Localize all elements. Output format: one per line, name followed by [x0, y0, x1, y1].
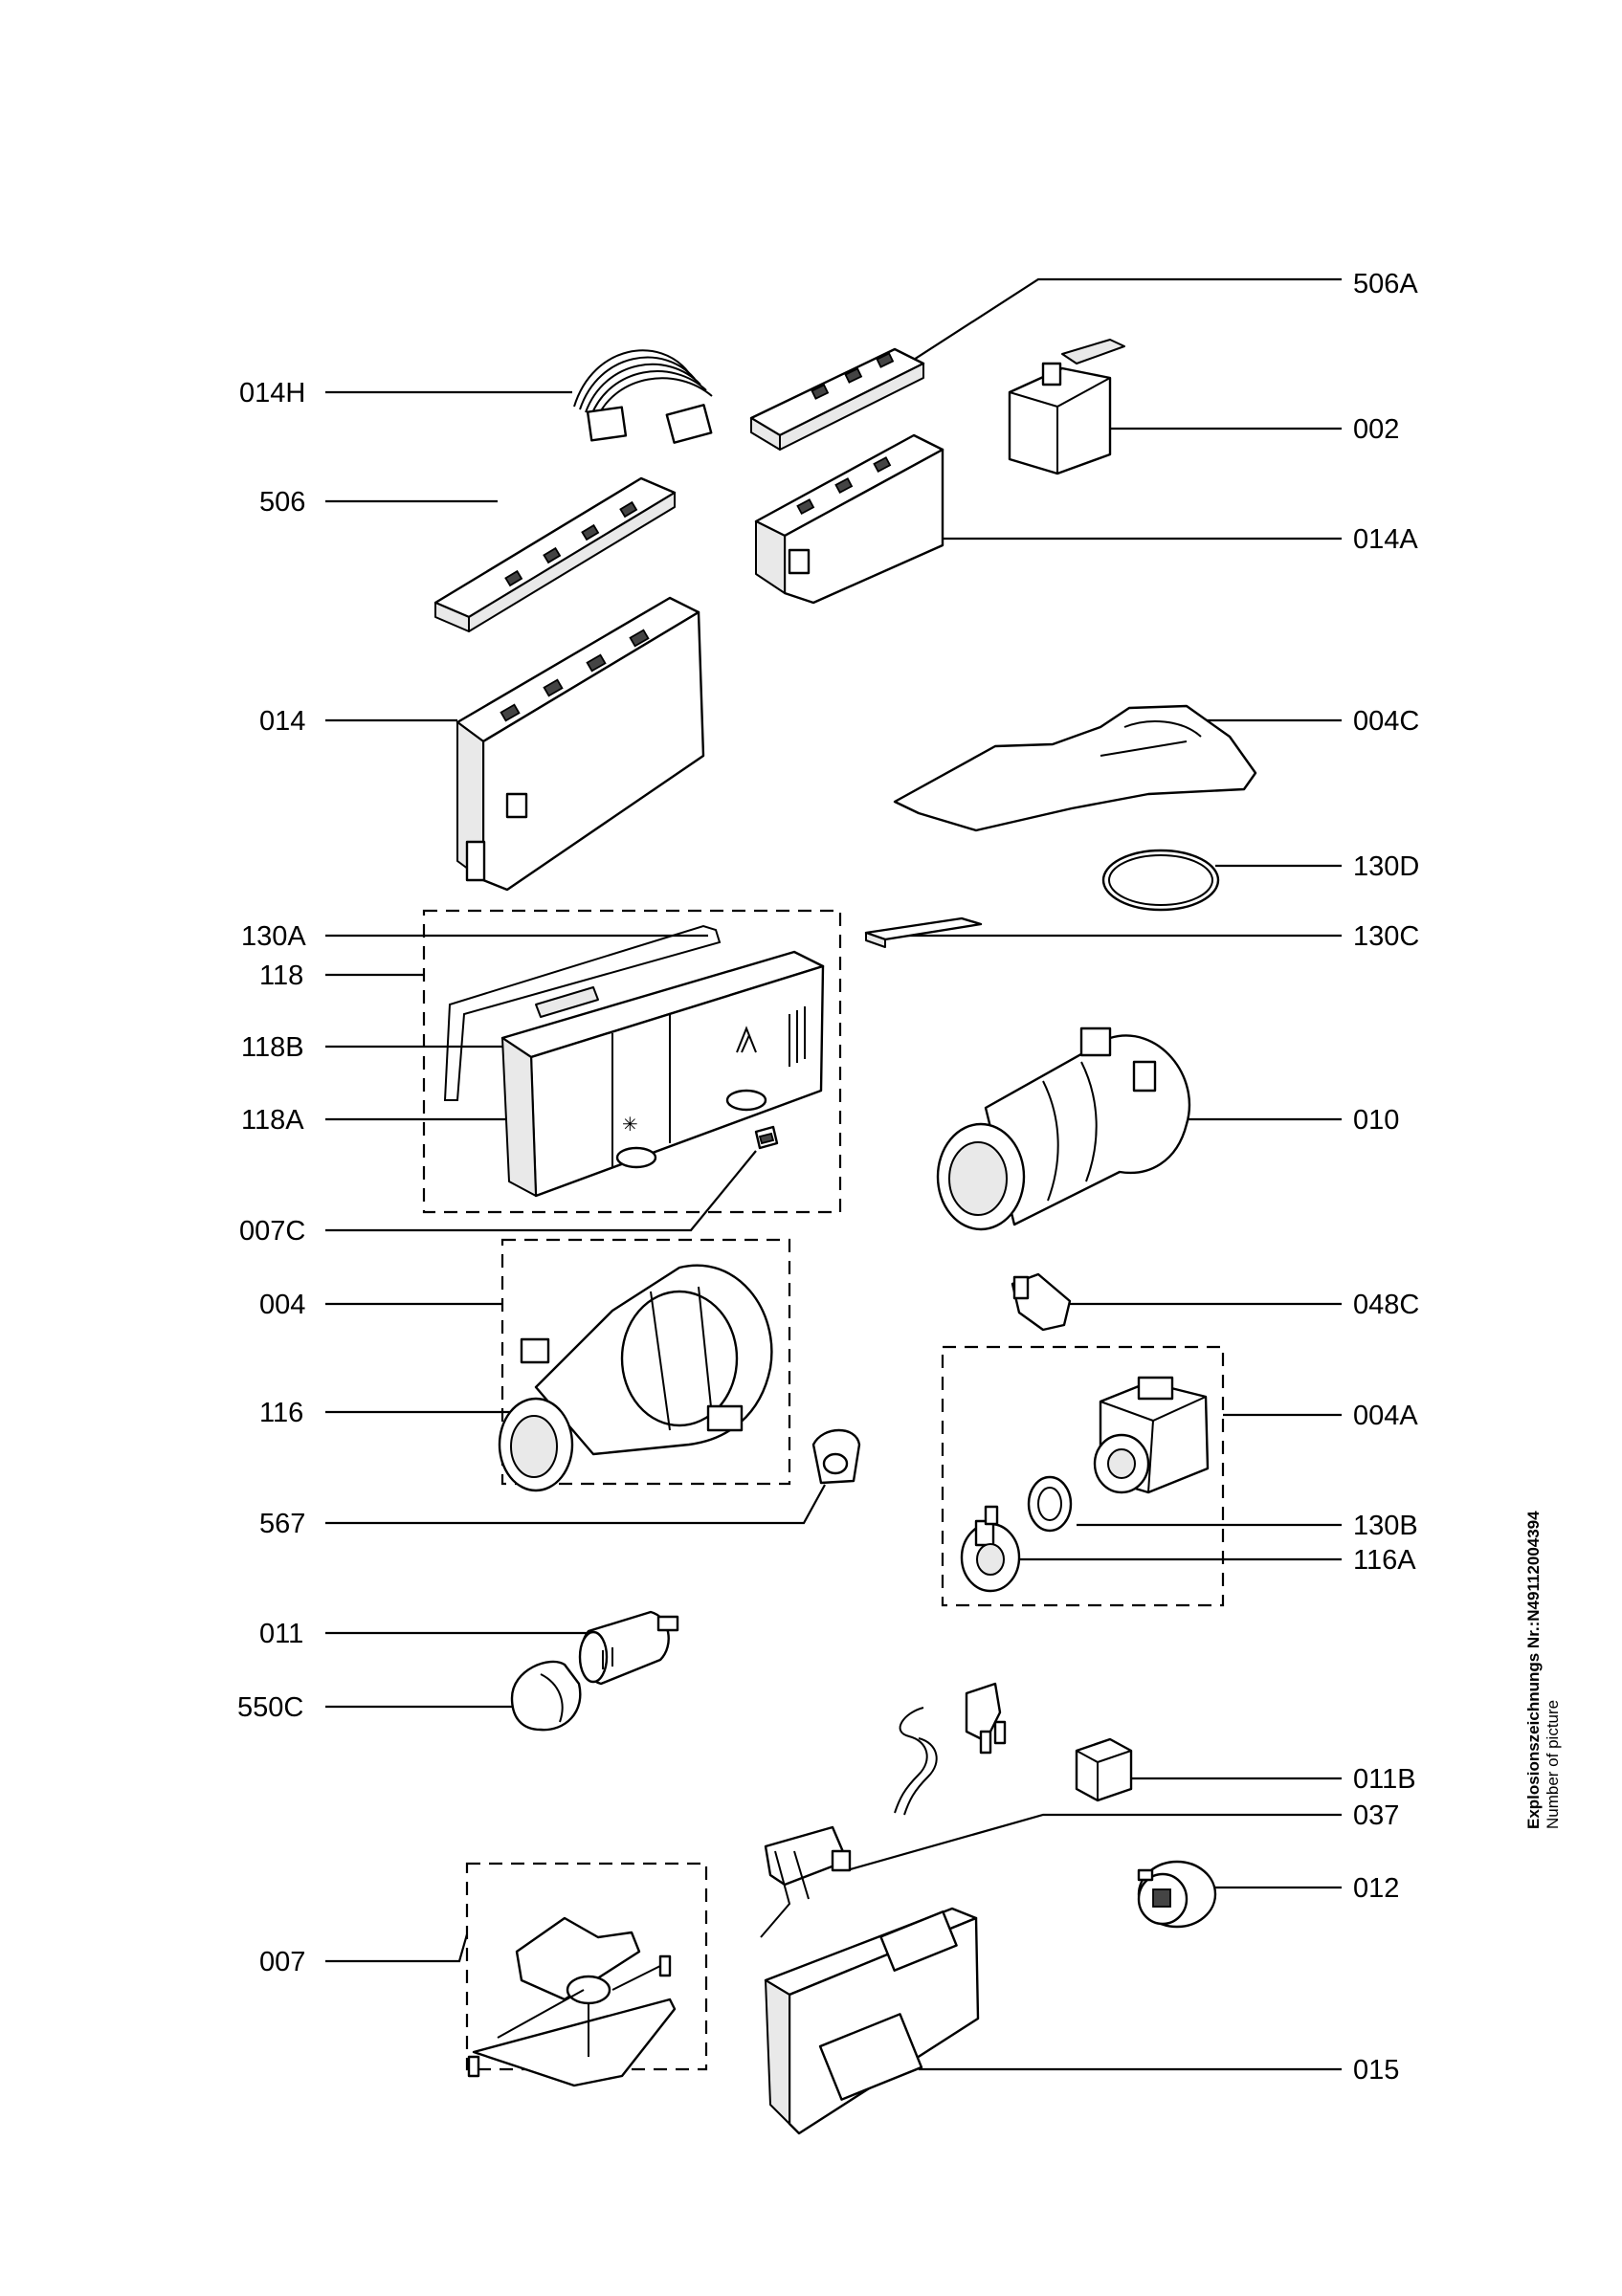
- key-strip-part-top: [749, 347, 925, 451]
- callout-004: 004: [259, 1290, 502, 1320]
- label-007: 007: [259, 1947, 305, 1977]
- spray-arm-part: [467, 1916, 677, 2087]
- callout-014A: 014A: [919, 524, 1418, 555]
- callout-130A: 130A: [241, 921, 708, 952]
- hose-clip-part: [811, 1428, 861, 1485]
- callout-116: 116: [259, 1398, 541, 1428]
- heater-part: [936, 1027, 1191, 1231]
- label-118B: 118B: [241, 1032, 304, 1063]
- callout-012: 012: [1215, 1873, 1399, 1904]
- callout-506A: 506A: [889, 269, 1418, 376]
- callout-004C: 004C: [1201, 706, 1419, 737]
- callout-010: 010: [1153, 1105, 1399, 1136]
- housing-cover-part: [764, 1907, 980, 2135]
- rotary-knob-part: [1137, 1860, 1217, 1929]
- label-116: 116: [259, 1398, 303, 1428]
- temperature-sensor-part: [1011, 1272, 1072, 1332]
- group-box-118: [422, 909, 842, 1214]
- callout-048C: 048C: [1070, 1290, 1419, 1320]
- callout-007C: 007C: [239, 1150, 757, 1247]
- callout-007: 007: [259, 1933, 469, 1977]
- label-048C: 048C: [1353, 1290, 1419, 1320]
- relay-part: [1075, 1737, 1133, 1802]
- key-strip-part: [433, 476, 677, 632]
- label-118A: 118A: [241, 1105, 304, 1136]
- callout-567: 567: [259, 1484, 826, 1539]
- power-plug-part: [894, 1682, 1007, 1816]
- label-506: 506: [259, 487, 305, 518]
- label-004: 004: [259, 1290, 305, 1320]
- label-118: 118: [259, 960, 303, 991]
- callout-118: 118: [259, 960, 424, 991]
- callout-011: 011: [259, 1619, 598, 1649]
- circulation-pump-part: [498, 1264, 773, 1492]
- label-012: 012: [1353, 1873, 1399, 1904]
- wire-harness-part: [573, 349, 713, 444]
- sun-symbol-icon: ✳: [622, 1113, 638, 1136]
- label-130A: 130A: [241, 921, 306, 952]
- callout-130D: 130D: [1215, 851, 1419, 882]
- label-014A: 014A: [1353, 524, 1418, 555]
- label-007C: 007C: [239, 1216, 305, 1247]
- callout-002: 002: [1102, 414, 1399, 445]
- group-box-007: [465, 1862, 708, 2071]
- label-130B: 130B: [1353, 1511, 1418, 1541]
- label-116A: 116A: [1353, 1545, 1416, 1576]
- dispenser-part: ✳: [500, 950, 825, 1198]
- label-004C: 004C: [1353, 706, 1419, 737]
- callout-004A: 004A: [1223, 1401, 1418, 1431]
- label-037: 037: [1353, 1800, 1399, 1831]
- label-550C: 550C: [237, 1692, 303, 1723]
- small-clip-part: [754, 1125, 779, 1150]
- picture-number-caption: Explosionszeichnungs Nr.:N49112004394 Nu…: [1524, 1427, 1563, 1829]
- seal-ring-inner: [1108, 854, 1213, 906]
- seal-ring-part: [1101, 849, 1220, 912]
- door-switch-part: [1008, 339, 1125, 475]
- electronic-module-small-part: [754, 433, 944, 605]
- pump-seal-part: [1027, 1475, 1073, 1533]
- label-015: 015: [1353, 2055, 1399, 2086]
- label-130C: 130C: [1353, 921, 1419, 952]
- callout-130C: 130C: [885, 921, 1419, 952]
- pump-seal-inner: [1037, 1487, 1062, 1521]
- callout-014: 014: [259, 706, 457, 737]
- cap-part: [510, 1660, 582, 1732]
- callout-015: 015: [919, 2055, 1399, 2086]
- bracket-part: [760, 1825, 852, 1938]
- dispenser-gasket-part: [443, 924, 722, 1101]
- group-box-004A: [941, 1345, 1225, 1607]
- label-014: 014: [259, 706, 305, 737]
- electronic-module-part: [455, 596, 705, 892]
- callout-550C: 550C: [237, 1692, 517, 1723]
- callout-014H: 014H: [239, 378, 572, 408]
- label-004A: 004A: [1353, 1401, 1418, 1431]
- pump-housing-part: [960, 1505, 1021, 1593]
- caption-drawing-number: Explosionszeichnungs Nr.:N49112004394: [1524, 1511, 1543, 1829]
- label-011: 011: [259, 1619, 303, 1649]
- label-567: 567: [259, 1509, 305, 1539]
- label-014H: 014H: [239, 378, 305, 408]
- group-box-004: [500, 1238, 791, 1486]
- label-010: 010: [1353, 1105, 1399, 1136]
- label-506A: 506A: [1353, 269, 1418, 299]
- callout-506: 506: [259, 487, 498, 518]
- label-130D: 130D: [1353, 851, 1419, 882]
- callout-011B: 011B: [1129, 1764, 1416, 1795]
- seal-strip-part: [864, 916, 983, 948]
- label-002: 002: [1353, 414, 1399, 445]
- label-011B: 011B: [1353, 1764, 1416, 1795]
- drain-pump-part: [1093, 1376, 1210, 1494]
- valve-part: [578, 1610, 679, 1686]
- cover-plate-part: [893, 704, 1257, 832]
- callout-116A: 116A: [1016, 1545, 1416, 1576]
- caption-number-of-picture: Number of picture: [1544, 1699, 1562, 1829]
- callout-037: 037: [846, 1800, 1399, 1872]
- callout-130B: 130B: [1077, 1511, 1418, 1541]
